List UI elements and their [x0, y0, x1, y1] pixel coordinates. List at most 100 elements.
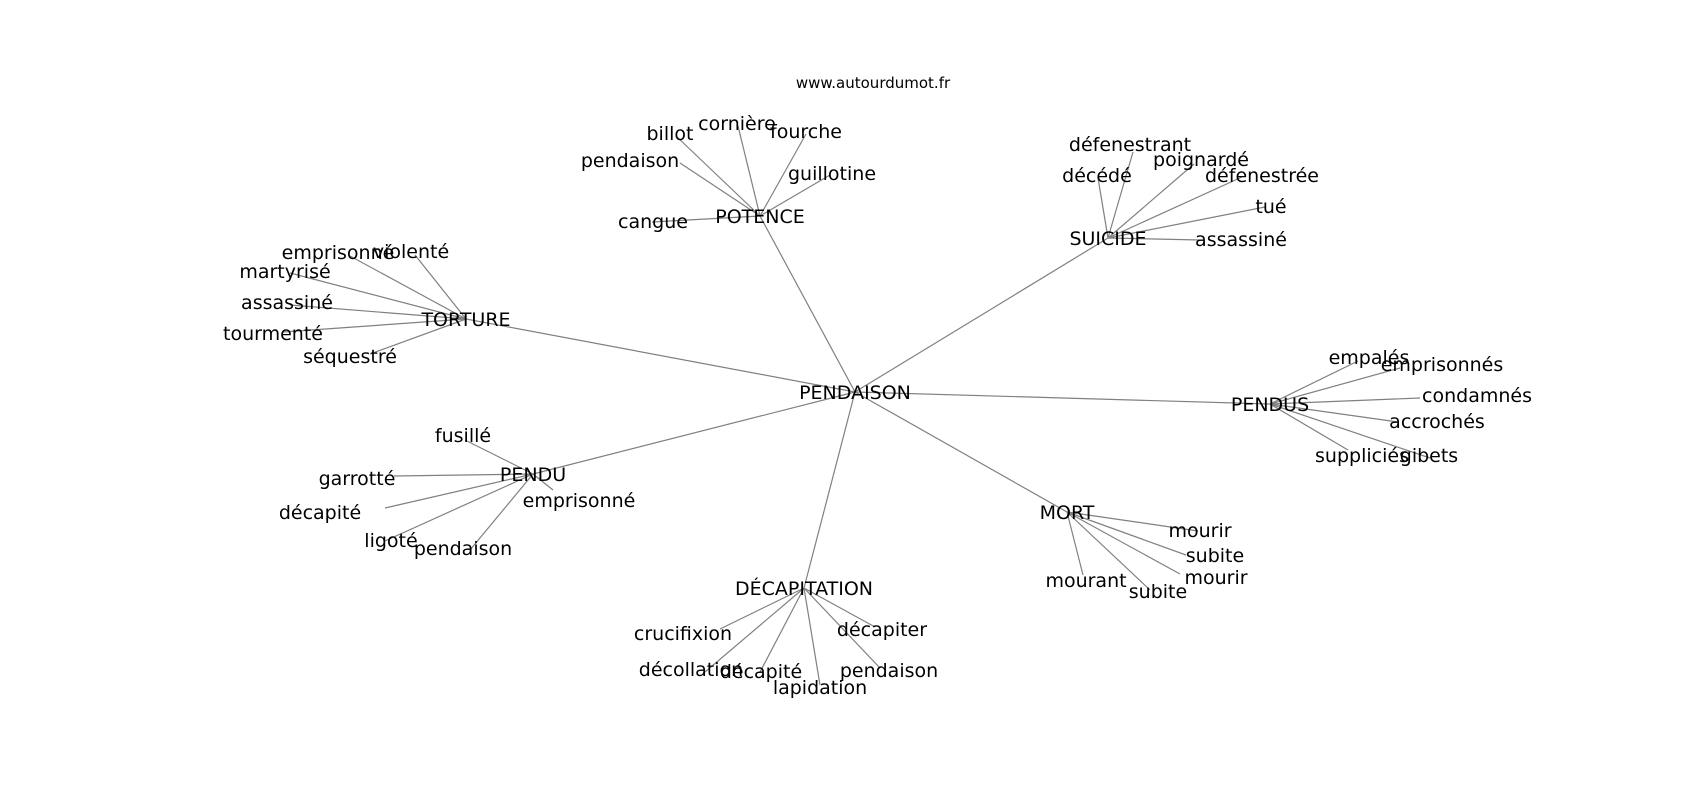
edge-suicide-decede: [1097, 177, 1109, 239]
leaf-node-suicide-defenestrant: défenestrant: [1069, 134, 1191, 156]
leaf-node-decapitation-decapite: décapité: [720, 661, 802, 683]
leaf-node-pendus-empales: empalés: [1329, 347, 1410, 369]
edge-suicide-poignarde: [1107, 163, 1195, 239]
edge-suicide-assassine: [1107, 237, 1201, 241]
source-watermark: www.autourdumot.fr: [796, 74, 951, 92]
center-node-pendaison: PENDAISON: [799, 382, 911, 404]
edge-mort-mourant: [1066, 511, 1084, 576]
leaf-node-potence-guillotine: guillotine: [788, 163, 876, 185]
edge-torture-sequestre: [369, 318, 467, 355]
leaf-node-torture-assassine: assassiné: [241, 292, 333, 314]
leaf-node-suicide-poignarde: poignardé: [1153, 149, 1249, 171]
edge-decapitation-crucifixion: [719, 587, 805, 630]
leaf-node-decapitation-decapiter: décapiter: [837, 619, 927, 641]
edge-potence-pendaison: [679, 162, 761, 217]
edge-mort-subite: [1066, 511, 1187, 556]
edge-center-mort: [854, 391, 1068, 513]
edge-torture-emprisonne: [349, 255, 467, 320]
edge-pendus-supplicies: [1269, 403, 1349, 451]
edge-pendu-emprisonne: [532, 473, 554, 491]
edge-pendus-emprisonnes: [1269, 367, 1401, 405]
leaf-node-decapitation-crucifixion: crucifixion: [634, 623, 732, 645]
leaf-node-pendu-garrotte: garrotté: [319, 468, 396, 490]
edge-center-suicide: [854, 237, 1109, 393]
leaf-node-torture-martyrise: martyrisé: [239, 261, 330, 283]
hub-node-torture: TORTURE: [420, 309, 510, 331]
edge-mort-mourir: [1066, 511, 1199, 532]
leaf-node-pendu-emprisonne: emprisonné: [523, 490, 636, 512]
leaf-node-suicide-assassine: assassiné: [1195, 229, 1287, 251]
leaf-node-potence-pendaison: pendaison: [581, 150, 679, 172]
edge-decapitation-pendaison: [803, 587, 881, 669]
edge-center-potence: [759, 215, 856, 393]
edge-decapitation-lapidation: [803, 587, 821, 686]
edge-potence-guillotine: [759, 174, 831, 217]
edge-suicide-defenestrant: [1107, 151, 1134, 239]
edge-center-torture: [465, 318, 856, 393]
leaf-node-suicide-decede: décédé: [1062, 165, 1132, 187]
edge-center-pendus: [854, 391, 1271, 405]
leaf-node-pendu-ligote: ligoté: [364, 530, 417, 552]
edge-pendus-accroches: [1269, 403, 1399, 423]
leaf-node-suicide-defenestree: défenestrée: [1205, 165, 1319, 187]
leaf-node-mort-mourir: mourir: [1184, 567, 1247, 589]
edge-center-pendu: [532, 391, 856, 475]
edge-potence-corniere: [737, 125, 761, 217]
edge-center-decapitation: [803, 391, 856, 589]
hub-node-decapitation: DÉCAPITATION: [735, 577, 873, 600]
edge-suicide-tue: [1107, 206, 1266, 239]
edge-pendus-condamnes: [1269, 397, 1421, 405]
edge-torture-assassine: [289, 304, 467, 320]
edge-mort-mourir: [1066, 511, 1181, 575]
leaf-node-mort-mourir: mourir: [1168, 520, 1231, 542]
leaf-node-torture-sequestre: séquestré: [303, 346, 397, 368]
edge-suicide-defenestree: [1107, 176, 1243, 239]
leaf-node-pendus-emprisonnes: emprisonnés: [1381, 354, 1504, 376]
leaf-node-decapitation-pendaison: pendaison: [840, 660, 938, 682]
graph-edges: [282, 125, 1431, 686]
hub-node-mort: MORT: [1040, 502, 1095, 524]
hub-node-pendu: PENDU: [500, 464, 566, 486]
leaf-node-potence-billot: billot: [647, 123, 694, 145]
edge-torture-violente: [414, 254, 467, 320]
leaf-node-decapitation-decollation: décollation: [639, 659, 743, 681]
edge-pendus-empales: [1269, 360, 1359, 405]
leaf-node-pendus-gibets: gibets: [1400, 445, 1458, 467]
leaf-node-mort-subite: subite: [1129, 581, 1187, 603]
hub-node-pendus: PENDUS: [1231, 394, 1309, 416]
edge-torture-tourmente: [282, 318, 467, 333]
edge-potence-billot: [675, 135, 761, 217]
edge-pendu-pendaison: [469, 473, 534, 551]
leaf-node-torture-violente: violenté: [373, 241, 449, 263]
edge-pendus-gibets: [1269, 403, 1431, 459]
leaf-node-torture-tourmente: tourmenté: [223, 323, 323, 345]
edge-potence-fourche: [759, 133, 807, 217]
leaf-node-pendu-decapite: décapité: [279, 502, 361, 524]
leaf-node-potence-corniere: cornière: [698, 113, 776, 135]
leaf-node-potence-cangue: cangue: [618, 211, 688, 233]
leaf-node-potence-fourche: fourche: [770, 121, 842, 143]
leaf-node-pendus-accroches: accrochés: [1389, 411, 1485, 433]
leaf-node-pendu-fusille: fusillé: [435, 425, 491, 447]
leaf-node-decapitation-lapidation: lapidation: [773, 677, 867, 699]
leaf-node-suicide-tue: tué: [1255, 196, 1286, 218]
leaf-node-pendus-condamnes: condamnés: [1422, 385, 1532, 407]
edge-pendu-fusille: [464, 439, 534, 475]
leaf-node-pendu-pendaison: pendaison: [414, 538, 512, 560]
edge-pendu-decapite: [384, 473, 534, 509]
leaf-node-torture-emprisonne: emprisonné: [282, 242, 395, 264]
edge-pendu-ligote: [384, 473, 534, 542]
hub-node-suicide: SUICIDE: [1069, 228, 1146, 250]
edge-decapitation-decollation: [704, 587, 805, 673]
edge-decapitation-decapite: [759, 587, 805, 673]
leaf-node-pendus-supplicies: suppliciés: [1315, 445, 1409, 467]
edge-pendu-garrotte: [393, 473, 534, 477]
edge-mort-subite: [1066, 511, 1151, 591]
hub-node-potence: POTENCE: [715, 206, 805, 228]
leaf-node-mort-mourant: mourant: [1045, 570, 1126, 592]
edge-decapitation-decapiter: [803, 587, 876, 628]
edge-potence-cangue: [651, 215, 761, 223]
edge-torture-martyrise: [289, 272, 467, 320]
